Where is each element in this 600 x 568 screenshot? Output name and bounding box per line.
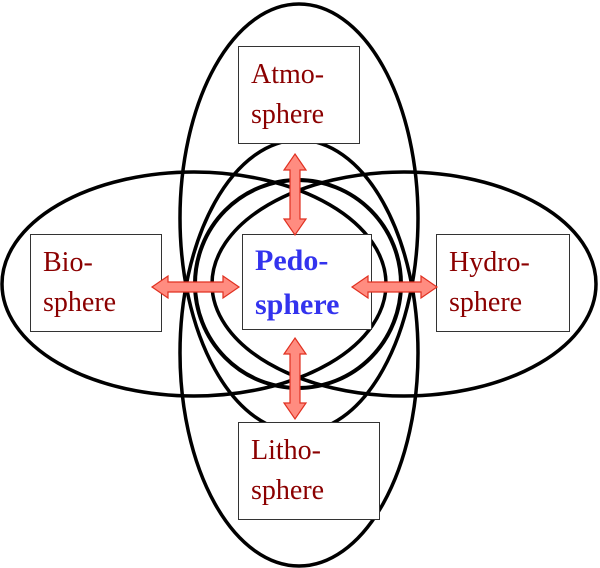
hydrosphere-box: Hydro- sphere [436,234,570,332]
atmosphere-label-line2: sphere [251,99,325,130]
lithosphere-label-line2: sphere [251,475,325,506]
double-arrow-down-icon [282,336,308,421]
lithosphere-box: Litho- sphere [238,422,380,520]
lithosphere-label-line1: Litho- [251,435,321,466]
double-arrow-right-icon [350,274,439,300]
double-arrow-left-icon [150,274,241,300]
atmosphere-label-line1: Atmo- [251,59,325,90]
hydrosphere-label-line2: sphere [449,287,523,318]
double-arrow-up-icon [282,152,308,237]
pedosphere-label-line1: Pedo- [255,244,329,277]
biosphere-box: Bio- sphere [30,234,162,332]
biosphere-label-line1: Bio- [43,247,93,278]
pedosphere-box: Pedo- sphere [242,234,372,330]
atmosphere-box: Atmo- sphere [238,46,360,144]
pedosphere-label-line2: sphere [255,288,340,321]
hydrosphere-label-line1: Hydro- [449,247,530,278]
biosphere-label-line2: sphere [43,287,117,318]
